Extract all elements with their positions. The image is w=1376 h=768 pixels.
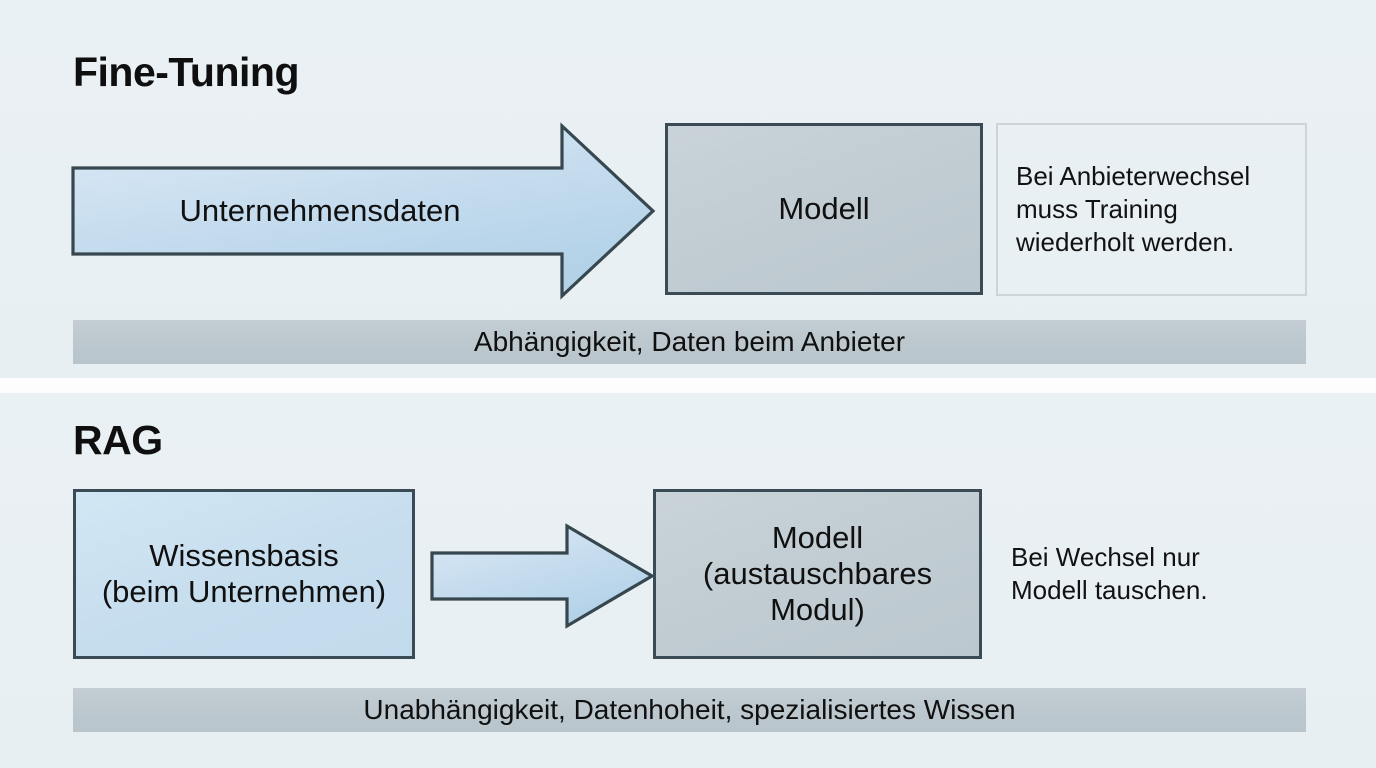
data-flow-arrow-fine-tuning <box>70 120 656 302</box>
note-line: Bei Wechsel nur <box>1011 542 1200 573</box>
note-line: muss Training <box>1016 194 1178 225</box>
section-title-rag: RAG <box>73 417 163 463</box>
knowledge-base-box: Wissensbasis (beim Unternehmen) <box>73 489 415 659</box>
knowledge-base-line: (beim Unternehmen) <box>101 574 387 609</box>
knowledge-base-line: Wissensbasis <box>149 537 339 573</box>
data-flow-arrow-rag <box>430 522 655 630</box>
summary-banner-rag: Unabhängigkeit, Datenhoheit, spezialisie… <box>73 688 1306 732</box>
model-box-line: (austauschbares <box>702 555 933 591</box>
model-box-rag: Modell (austauschbares Modul) <box>653 489 982 659</box>
model-box-fine-tuning: Modell <box>665 123 983 295</box>
note-line: Bei Anbieterwechsel <box>1016 161 1251 192</box>
note-line: Modell tauschen. <box>1011 575 1208 605</box>
section-separator <box>0 378 1376 393</box>
note-box-fine-tuning: Bei Anbieterwechsel muss Training wieder… <box>996 123 1307 296</box>
model-box-line: Modell <box>771 519 864 555</box>
note-line: wiederholt werden. <box>1016 226 1235 257</box>
section-title-fine-tuning: Fine-Tuning <box>73 49 300 95</box>
model-box-line: Modul) <box>770 592 865 628</box>
summary-banner-fine-tuning: Abhängigkeit, Daten beim Anbieter <box>73 320 1306 364</box>
data-flow-arrow-label: Unternehmensdaten <box>179 193 461 228</box>
note-box-rag: Bei Wechsel nur Modell tauschen. <box>1011 534 1331 614</box>
